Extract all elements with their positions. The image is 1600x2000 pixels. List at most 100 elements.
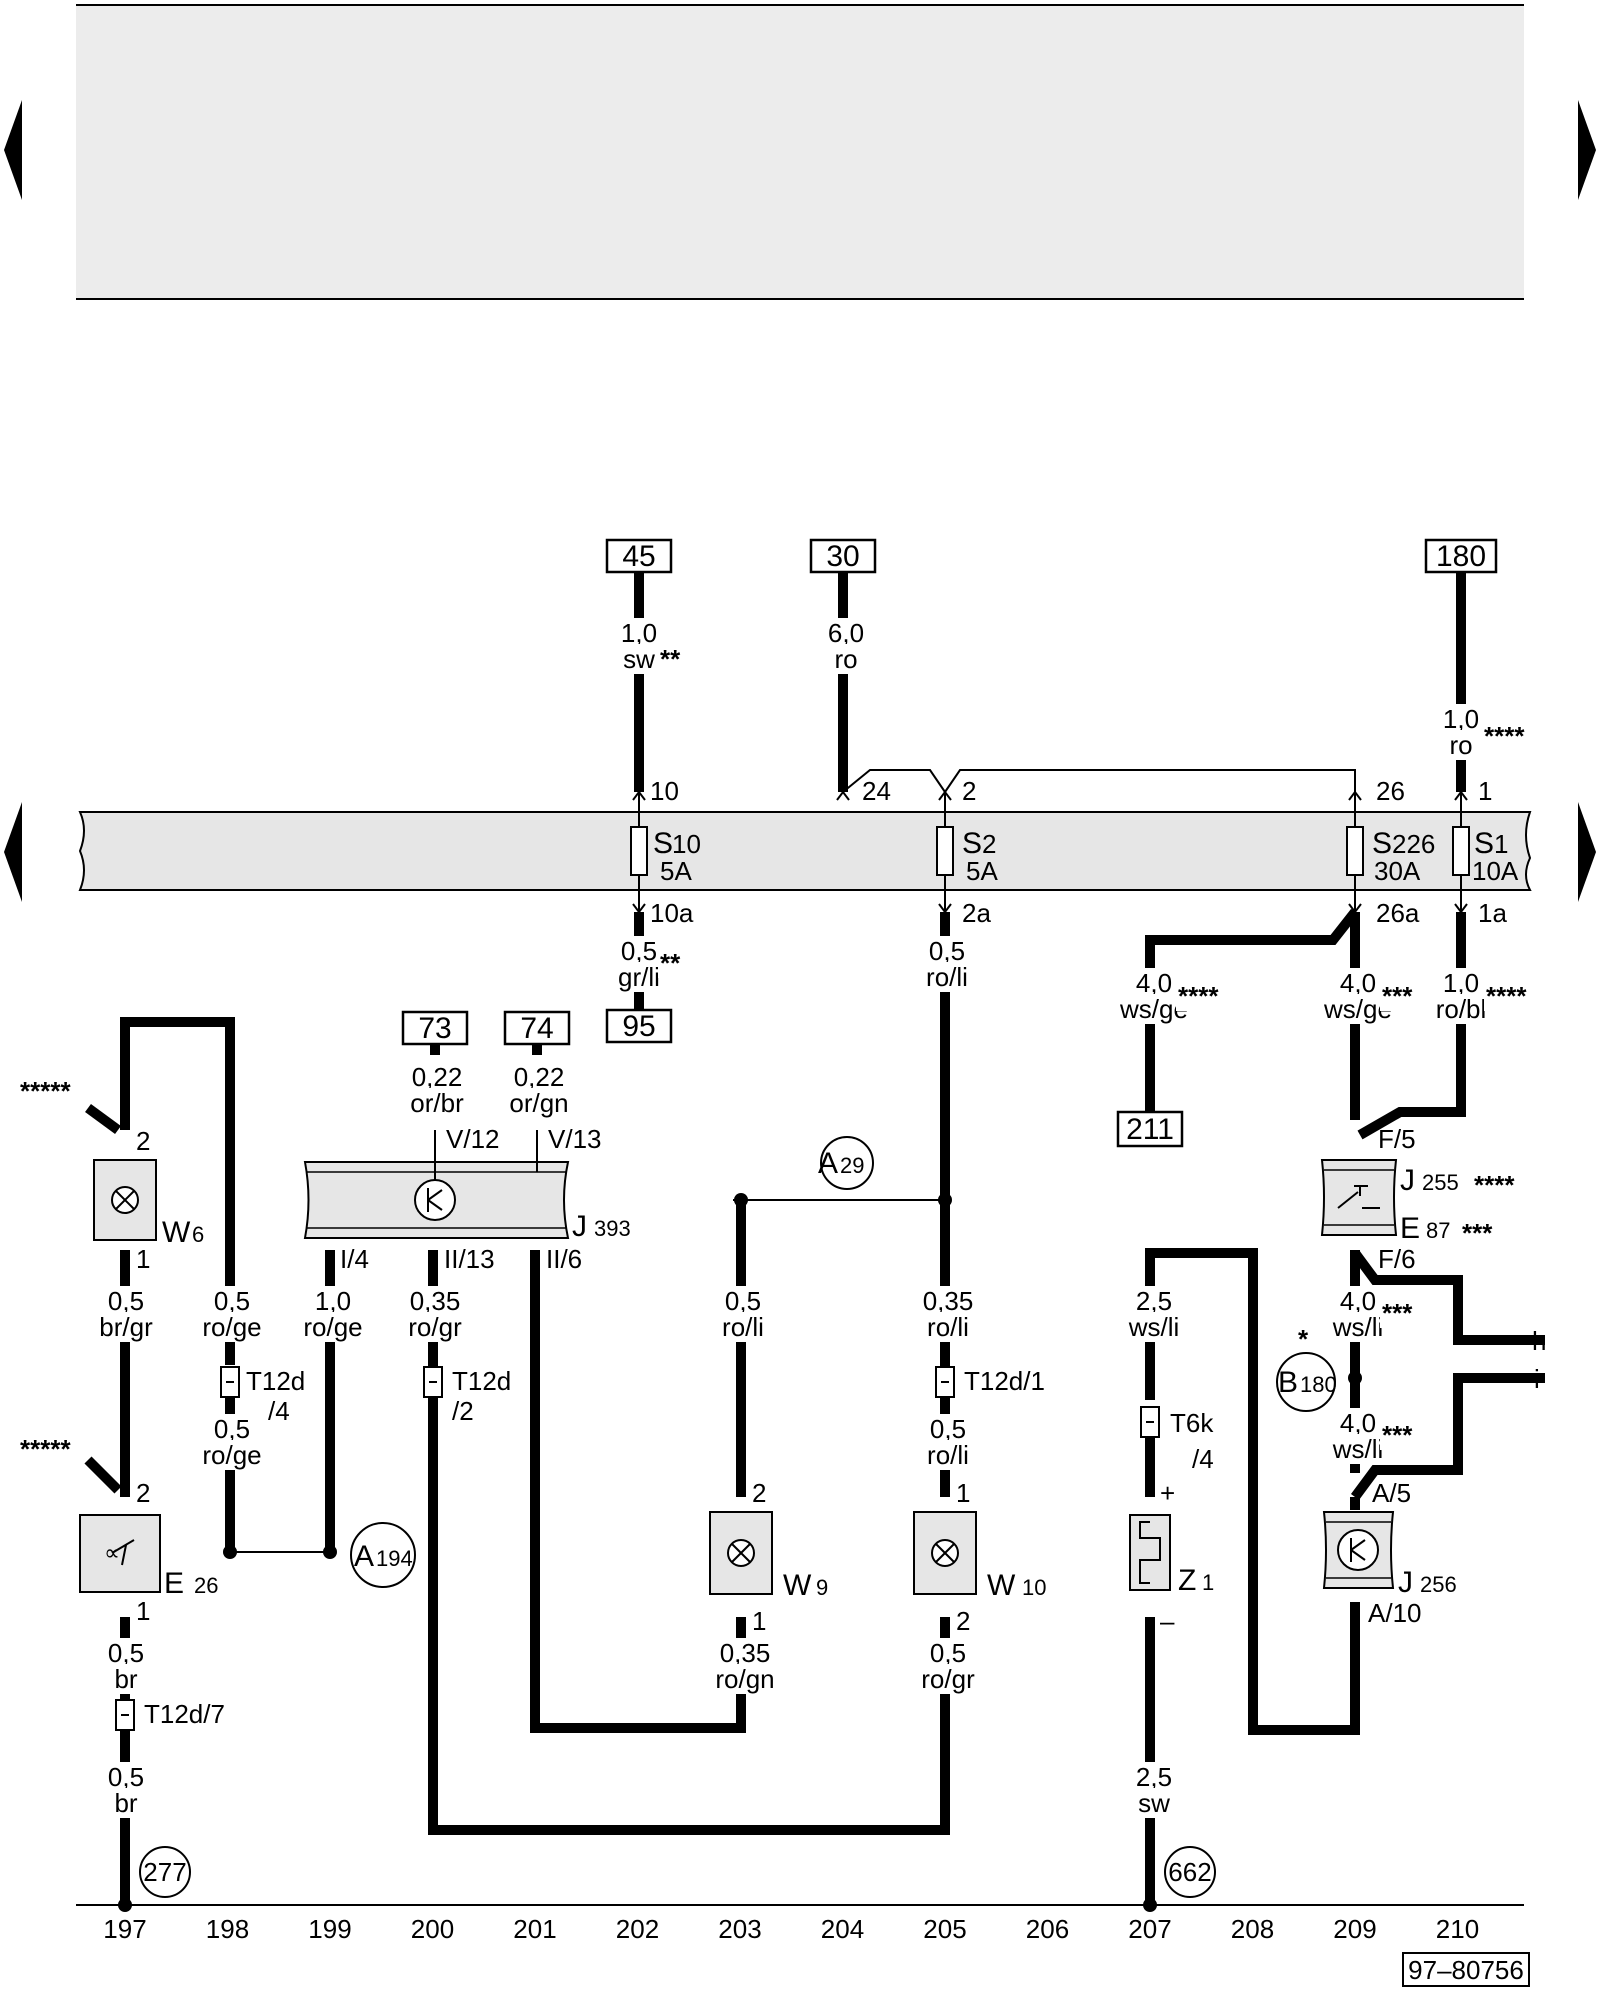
track-number: 198 (206, 1914, 249, 1944)
ext-h[interactable]: h (1532, 1326, 1546, 1356)
w95-color: gr/li (618, 962, 660, 992)
connector-t12d7[interactable] (115, 1699, 135, 1731)
t12d4-label2: /4 (268, 1396, 290, 1426)
s10-pin-in: 10 (650, 776, 679, 806)
w197a-size: 0,5 (108, 1286, 144, 1316)
e26-note: ***** (20, 1434, 71, 1464)
w203a-color: ro/li (722, 1312, 764, 1342)
w6-note: ***** (20, 1076, 71, 1106)
control-unit-j255[interactable] (1320, 1159, 1398, 1236)
ref-box-45[interactable] (605, 538, 673, 574)
doc-id: 97–80756 (1408, 1955, 1524, 1985)
j393-name: J (572, 1210, 587, 1243)
switch-e26[interactable]: ∝ (79, 1514, 161, 1593)
w205c-size: 0,5 (930, 1414, 966, 1444)
a29-num: 29 (840, 1153, 864, 1178)
next-page-arrow-icon[interactable] (1578, 100, 1596, 200)
w200-color: ro/gr (408, 1312, 462, 1342)
w203b-size: 0,35 (720, 1638, 771, 1668)
e26-pin-bot: 1 (136, 1596, 150, 1626)
ref-box-30[interactable] (809, 538, 877, 574)
fuse-s2 (936, 826, 954, 876)
s226-pin-out: 26a (1376, 898, 1420, 928)
w209c-note: *** (1382, 1420, 1413, 1450)
w205d-size: 0,5 (930, 1638, 966, 1668)
w45-note: ** (660, 644, 681, 674)
w197b-size: 0,5 (108, 1638, 144, 1668)
t12d4-label: T12d (246, 1366, 305, 1396)
header-panel (76, 5, 1524, 299)
lamp-w6[interactable] (93, 1159, 157, 1241)
ref-box-95[interactable] (605, 1008, 673, 1044)
ref-73-label: 73 (418, 1012, 451, 1045)
z1-num: 1 (1202, 1570, 1214, 1595)
w6-pin-top: 2 (136, 1126, 150, 1156)
node-a29[interactable] (820, 1136, 874, 1190)
connector-t12d1[interactable] (935, 1366, 955, 1398)
w205c-color: ro/li (927, 1440, 969, 1470)
a194-num: 194 (376, 1546, 413, 1571)
w199-size: 1,0 (315, 1286, 351, 1316)
w207b-size: 2,5 (1136, 1762, 1172, 1792)
ref-45-label: 45 (622, 540, 655, 573)
z1-minus: – (1160, 1606, 1175, 1636)
control-unit-j393[interactable] (303, 1130, 570, 1239)
fuse-box-bar (78, 811, 1532, 891)
connector-t12d2[interactable] (423, 1366, 443, 1398)
track-number: 210 (1436, 1914, 1479, 1944)
w198a-color: ro/ge (202, 1312, 261, 1342)
w209a-size: 4,0 (1340, 968, 1376, 998)
ground-node-662[interactable] (1164, 1846, 1216, 1898)
w9-num: 9 (816, 1575, 828, 1600)
ref-box-180[interactable] (1424, 538, 1498, 574)
w30-size: 6,0 (828, 618, 864, 648)
heater-z1[interactable] (1129, 1514, 1171, 1591)
fuse-labels: 10 S 10 5A 10a 24 2 S 2 5A 2a 26 S 226 3… (650, 776, 1519, 928)
b180-note: * (1298, 1324, 1309, 1354)
w205d-color: ro/gr (921, 1664, 975, 1694)
a29-name: A (818, 1147, 838, 1180)
j393-num: 393 (594, 1216, 631, 1241)
fuse-s1 (1452, 826, 1470, 876)
w6-name: W (162, 1216, 191, 1249)
j256-name: J (1398, 1566, 1413, 1599)
w197c-color: br (114, 1788, 137, 1818)
connector-t6k4[interactable] (1140, 1406, 1160, 1438)
e87-note: *** (1462, 1218, 1493, 1248)
s2-pin-out: 2a (962, 898, 991, 928)
s2-pin-in: 2 (962, 776, 976, 806)
w207b-color: sw (1138, 1788, 1170, 1818)
lamp-w9[interactable] (709, 1511, 773, 1595)
s226-name: S (1372, 827, 1392, 860)
node-b180[interactable] (1276, 1352, 1336, 1412)
ref-box-211[interactable] (1116, 1110, 1184, 1148)
node-a194[interactable] (350, 1522, 416, 1588)
j255-num: 255 (1422, 1170, 1459, 1195)
ref-box-74[interactable] (503, 1010, 571, 1046)
track-number: 203 (718, 1914, 761, 1944)
prev-page-arrow-icon[interactable] (4, 100, 22, 200)
ref-box-73[interactable] (401, 1010, 469, 1046)
lamp-w10[interactable] (913, 1511, 977, 1595)
w180-color: ro (1449, 730, 1472, 760)
j256-pin-bot: A/10 (1368, 1598, 1422, 1628)
ground-node-277[interactable] (139, 1846, 191, 1898)
connector-t12d4[interactable] (220, 1366, 240, 1398)
w209b-size: 4,0 (1340, 1286, 1376, 1316)
junction-dot-a29-right (938, 1193, 952, 1207)
next-section-arrow-icon[interactable] (1578, 802, 1596, 902)
j393-pin-v13: V/13 (548, 1124, 602, 1154)
s2-name: S (962, 827, 982, 860)
prev-section-arrow-icon[interactable] (4, 802, 22, 902)
j256-num: 256 (1420, 1572, 1457, 1597)
s2-num: 2 (982, 829, 996, 859)
w45-size: 1,0 (621, 618, 657, 648)
track-number: 206 (1026, 1914, 1069, 1944)
w209a-note: *** (1382, 981, 1413, 1011)
w205b-color: ro/li (927, 1312, 969, 1342)
ext-i[interactable]: i (1534, 1364, 1540, 1394)
control-unit-j256[interactable] (1322, 1511, 1395, 1589)
s2-amp: 5A (966, 856, 998, 886)
b180-name: B (1278, 1366, 1298, 1399)
